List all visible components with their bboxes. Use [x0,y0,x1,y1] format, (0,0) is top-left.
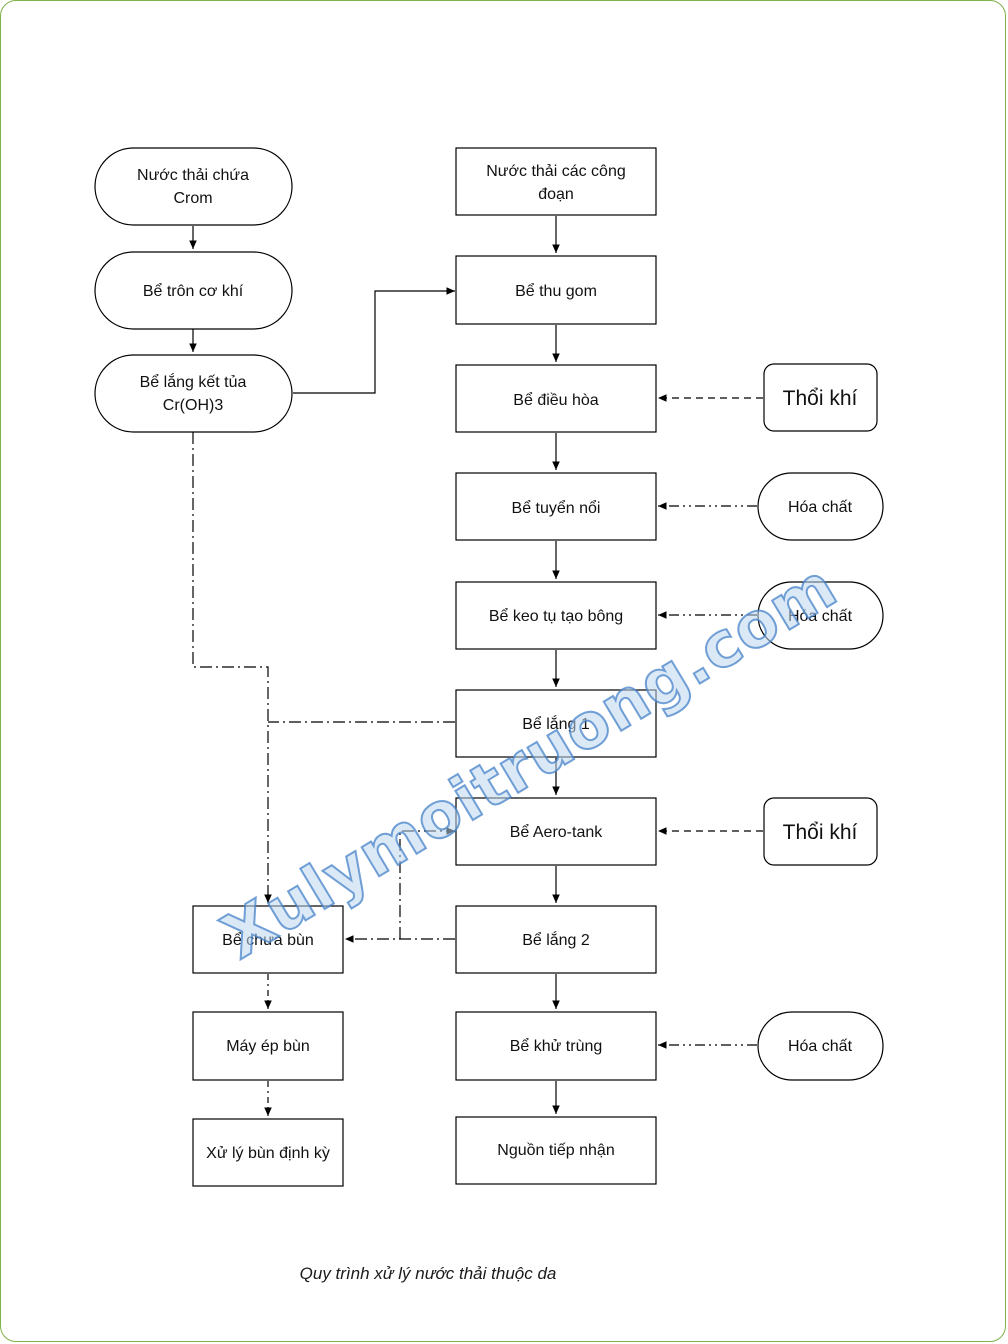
node-crom-input [94,147,293,226]
label-coag-tank: Bể keo tụ tạo bông [489,607,623,625]
label-settling-2: Bể lắng 2 [522,930,590,949]
label-aeration-2: Thổi khí [783,821,858,844]
node-chemical-3 [757,1011,884,1081]
label-aeration-1: Thổi khí [783,387,858,410]
node-equalization-tank [455,364,657,433]
node-aeration-1 [763,363,878,432]
node-shapes [94,147,884,1187]
node-settling-1 [455,689,657,758]
node-collection-tank [455,255,657,325]
return-sludge-line [399,827,455,939]
node-flotation-tank [455,472,657,541]
label-disinfection-tank: Bể khử trùng [510,1037,603,1055]
sludge-line-precip [192,432,272,903]
node-coag-tank [455,581,657,650]
node-chemical-2 [757,581,884,650]
node-settling-2 [455,905,657,974]
node-precip-tank [94,354,293,433]
label-aerotank: Bể Aero-tank [510,823,604,841]
label-chemical-1: Hóa chất [788,499,853,516]
diagram-caption: Quy trình xử lý nước thải thuộc da [299,1264,557,1283]
node-receiving-source [455,1116,657,1185]
label-flotation-tank: Bể tuyển nổi [512,499,601,517]
label-equalization-tank: Bể điều hòa [513,391,599,409]
label-collection-tank: Bể thu gom [515,282,597,300]
label-settling-1: Bể lắng 1 [522,714,590,733]
node-mixing-tank [94,251,293,330]
label-chemical-2: Hóa chất [788,608,853,625]
node-disinfection-tank [455,1011,657,1081]
node-aerotank [455,797,657,866]
node-sludge-press [192,1011,344,1081]
node-process-input [455,147,657,216]
node-sludge-tank [192,905,344,974]
label-chemical-3: Hóa chất [788,1038,853,1055]
node-sludge-disposal [192,1118,344,1187]
arrow-precip-to-collection [293,287,455,394]
node-aeration-2 [763,797,878,866]
label-receiving-source: Nguồn tiếp nhận [497,1142,614,1159]
label-sludge-tank: Bể chưa bùn [222,931,314,949]
label-mixing-tank: Bể trôn cơ khí [143,282,244,300]
node-chemical-1 [757,472,884,541]
connectors [189,216,763,1116]
label-sludge-press: Máy ép bùn [226,1038,310,1055]
label-sludge-disposal: Xử lý bùn định kỳ [206,1145,330,1162]
